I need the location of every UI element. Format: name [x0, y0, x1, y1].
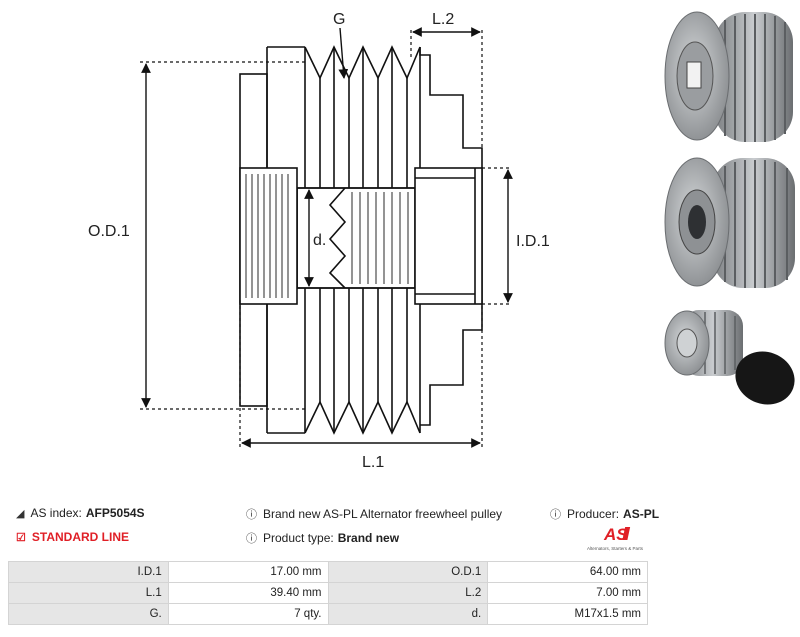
spec-value: 39.40 mm — [167, 582, 329, 604]
spec-key: L.1 — [8, 582, 169, 604]
groove-label: G — [333, 11, 345, 28]
pulley-photo-small — [664, 310, 743, 376]
spec-value: 7.00 mm — [487, 582, 648, 604]
spec-value: 17.00 mm — [167, 561, 329, 583]
logo-text: AS — [603, 525, 628, 544]
l1-label: L.1 — [362, 454, 384, 471]
info-icon: ⓘ — [246, 533, 257, 545]
l2-label: L.2 — [432, 11, 454, 28]
spec-key: d. — [327, 603, 489, 625]
as-pl-logo: AS Alternators, Starters & Parts — [587, 525, 644, 551]
spec-key: I.D.1 — [8, 561, 169, 583]
standard-line: ☑ STANDARD LINE — [16, 530, 129, 544]
spec-key: L.2 — [327, 582, 489, 604]
od1-label: O.D.1 — [88, 223, 130, 240]
info-icon: ⓘ — [246, 509, 257, 521]
spec-key: O.D.1 — [327, 561, 489, 583]
description: ⓘ Brand new AS-PL Alternator freewheel p… — [246, 507, 503, 521]
as-index: ◢ AS index: AFP5054S — [16, 506, 145, 520]
info-icon: ⓘ — [550, 509, 561, 521]
spec-value: 64.00 mm — [487, 561, 648, 583]
pulley-cap-photo — [735, 351, 795, 405]
checkbox-icon: ☑ — [16, 531, 26, 544]
product-photos — [664, 11, 795, 405]
as-index-value: AFP5054S — [85, 506, 145, 520]
logo-tagline: Alternators, Starters & Parts — [587, 546, 644, 551]
as-index-label: AS index: — [30, 506, 82, 520]
pulley-photo-top — [664, 11, 793, 142]
spec-value: 7 qty. — [167, 603, 329, 625]
product-info: ◢ AS index: AFP5054S ☑ STANDARD LINE ⓘ B… — [0, 500, 800, 560]
d-label: d. — [313, 232, 326, 249]
spec-value: M17x1.5 mm — [487, 603, 648, 625]
producer: ⓘ Producer: AS-PL — [550, 507, 660, 521]
pulley-photo-middle — [664, 157, 795, 288]
tag-icon: ◢ — [16, 507, 25, 520]
spec-row: G.7 qty.d.M17x1.5 mm — [8, 603, 648, 625]
technical-drawing: G L.2 O.D.1 I.D.1 d. L.1 — [88, 11, 550, 471]
product-type: ⓘ Product type: Brand new — [246, 531, 400, 545]
spec-key: G. — [8, 603, 169, 625]
id1-label: I.D.1 — [516, 233, 550, 250]
